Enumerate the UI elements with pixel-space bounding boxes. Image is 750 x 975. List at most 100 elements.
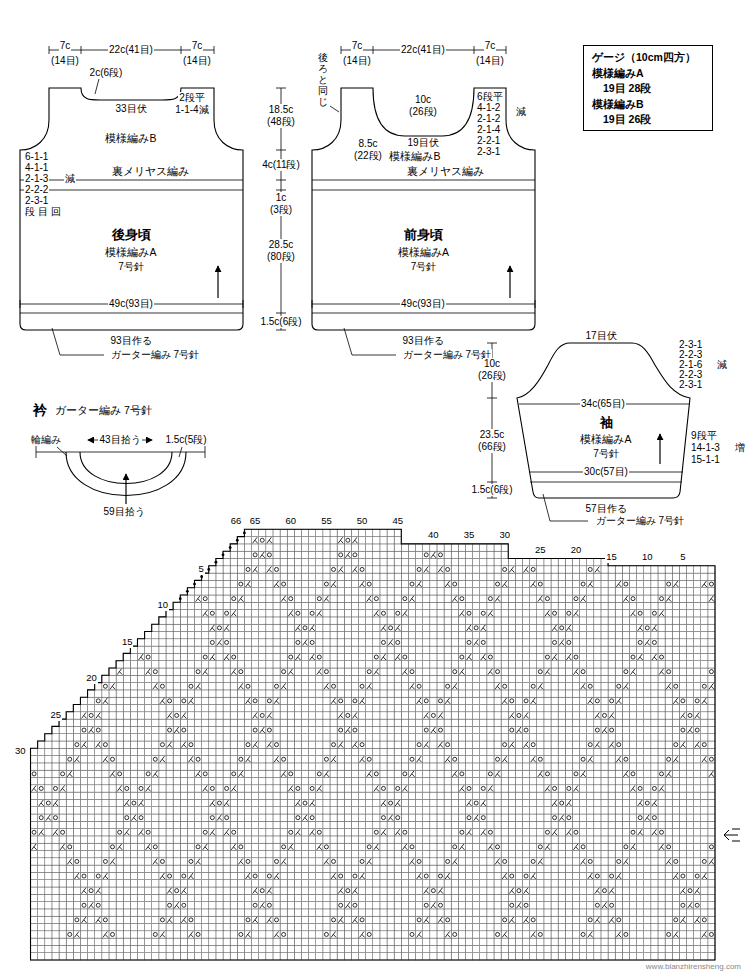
chart-cell bbox=[580, 924, 587, 931]
chart-cell bbox=[551, 675, 558, 682]
chart-cell bbox=[487, 953, 494, 960]
chart-cell bbox=[701, 924, 708, 931]
chart-cell bbox=[551, 916, 558, 923]
chart-cell bbox=[629, 580, 636, 587]
chart-cell bbox=[679, 595, 686, 602]
chart-cell bbox=[480, 756, 487, 763]
chart-cell bbox=[480, 865, 487, 872]
chart-cell bbox=[530, 880, 537, 887]
chart-cell bbox=[494, 945, 501, 952]
chart-cell bbox=[658, 909, 665, 916]
chart-cell bbox=[594, 653, 601, 660]
chart-cell bbox=[665, 617, 672, 624]
chart-cell bbox=[580, 909, 587, 916]
chart-cell bbox=[637, 668, 644, 675]
chart-cell bbox=[629, 865, 636, 872]
chart-cell bbox=[601, 814, 608, 821]
chart-cell bbox=[622, 836, 629, 843]
chart-cell bbox=[515, 807, 522, 814]
chart-cell bbox=[501, 953, 508, 960]
chart-cell bbox=[615, 778, 622, 785]
chart-cell bbox=[637, 610, 644, 617]
chart-cell bbox=[644, 909, 651, 916]
chart-cell bbox=[572, 712, 579, 719]
chart-cell bbox=[686, 748, 693, 755]
chart-cell bbox=[644, 865, 651, 872]
chart-cell bbox=[501, 668, 508, 675]
chart-cell bbox=[487, 661, 494, 668]
chart-cell bbox=[480, 931, 487, 938]
chart-cell bbox=[473, 785, 480, 792]
chart-cell bbox=[558, 653, 565, 660]
chart-cell bbox=[644, 595, 651, 602]
chart-cell bbox=[451, 836, 458, 843]
chart-cell bbox=[537, 756, 544, 763]
chart-cell bbox=[644, 719, 651, 726]
chart-cell bbox=[658, 799, 665, 806]
chart-cell bbox=[487, 829, 494, 836]
chart-cell bbox=[594, 945, 601, 952]
chart-cell bbox=[658, 763, 665, 770]
chart-cell bbox=[494, 734, 501, 741]
chart-cell bbox=[644, 894, 651, 901]
chart-cell bbox=[608, 617, 615, 624]
chart-cell bbox=[551, 821, 558, 828]
chart-cell bbox=[473, 653, 480, 660]
chart-cell bbox=[679, 748, 686, 755]
chart-cell bbox=[473, 661, 480, 668]
chart-cell bbox=[487, 778, 494, 785]
chart-cell bbox=[580, 559, 587, 566]
chart-cell bbox=[615, 712, 622, 719]
chart-cell bbox=[665, 836, 672, 843]
chart-cell bbox=[565, 916, 572, 923]
chart-cell bbox=[651, 902, 658, 909]
chart-cell bbox=[644, 741, 651, 748]
chart-cell bbox=[487, 865, 494, 872]
chart-cell bbox=[487, 858, 494, 865]
chart-cell bbox=[458, 639, 465, 646]
chart-cell bbox=[580, 938, 587, 945]
chart-cell bbox=[629, 829, 636, 836]
chart-cell bbox=[537, 792, 544, 799]
chart-cell bbox=[473, 902, 480, 909]
chart-cell bbox=[580, 945, 587, 952]
chart-cell bbox=[465, 902, 472, 909]
chart-cell bbox=[651, 770, 658, 777]
chart-cell bbox=[494, 814, 501, 821]
chart-cell bbox=[565, 763, 572, 770]
chart-cell bbox=[558, 566, 565, 573]
chart-cell bbox=[465, 573, 472, 580]
chart-cell bbox=[644, 653, 651, 660]
chart-cell bbox=[480, 588, 487, 595]
chart-cell bbox=[537, 559, 544, 566]
chart-cell bbox=[708, 836, 715, 843]
chart-cell bbox=[672, 705, 679, 712]
chart-cell bbox=[686, 719, 693, 726]
chart-cell bbox=[458, 653, 465, 660]
chart-cell bbox=[651, 851, 658, 858]
chart-cell bbox=[544, 836, 551, 843]
chart-cell bbox=[637, 778, 644, 785]
chart-cell bbox=[679, 602, 686, 609]
chart-cell bbox=[487, 602, 494, 609]
chart-cell bbox=[508, 953, 515, 960]
chart-cell bbox=[587, 894, 594, 901]
chart-cell bbox=[465, 843, 472, 850]
chart-cell bbox=[494, 953, 501, 960]
chart-cell bbox=[494, 799, 501, 806]
chart-cell bbox=[672, 902, 679, 909]
chart-cell bbox=[580, 697, 587, 704]
chart-cell bbox=[658, 778, 665, 785]
chart-cell bbox=[601, 938, 608, 945]
chart-cell bbox=[651, 938, 658, 945]
chart-cell bbox=[537, 580, 544, 587]
chart-cell bbox=[530, 829, 537, 836]
chart-cell bbox=[622, 756, 629, 763]
chart-cell bbox=[615, 566, 622, 573]
chart-cell bbox=[601, 858, 608, 865]
chart-cell bbox=[558, 829, 565, 836]
chart-cell bbox=[672, 734, 679, 741]
chart-cell bbox=[686, 610, 693, 617]
chart-cell bbox=[458, 697, 465, 704]
chart-cell bbox=[701, 705, 708, 712]
